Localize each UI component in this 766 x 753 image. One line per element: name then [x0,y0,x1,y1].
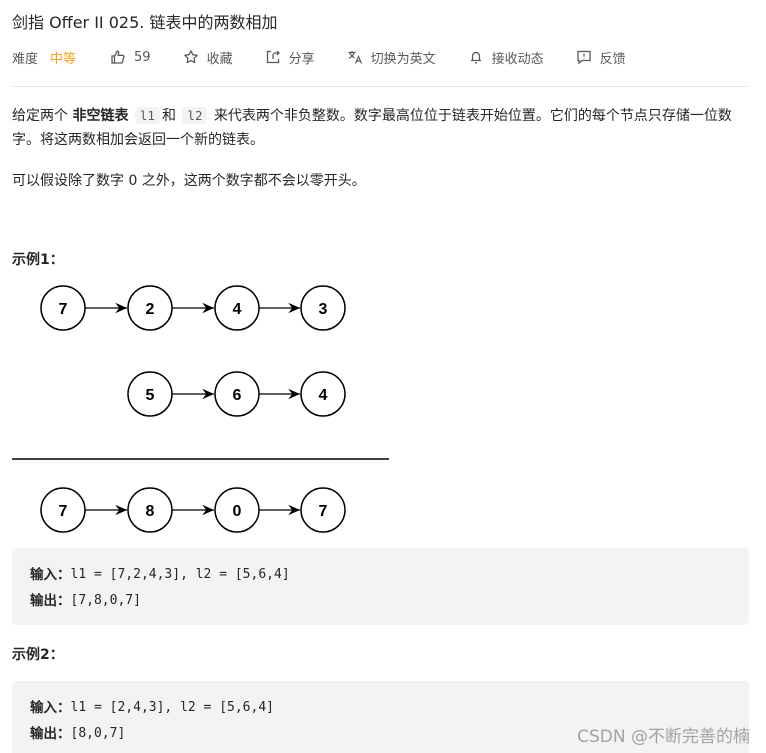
node-value: 8 [146,503,155,520]
input-label: 输入： [30,700,71,716]
translate-button[interactable]: 切换为英文 [347,48,436,67]
emphasis-text: 非空链表 [72,108,129,124]
list2-row: 5 6 4 [127,371,346,417]
node-value: 5 [146,387,155,404]
input-label: 输入： [30,567,71,583]
output-row: 输出： [7,8,0,7] [30,588,731,614]
node-value: 4 [233,301,242,318]
output-label: 输出： [30,593,71,609]
node-value: 2 [146,301,155,318]
result-row: 7 8 0 7 [40,487,346,533]
share-icon [265,49,281,65]
example-1-heading: 示例1： [12,252,64,268]
node-value: 7 [59,301,68,318]
favorite-button[interactable]: 收藏 [183,48,233,67]
feedback-icon [576,49,592,65]
example-1-code-block: 输入： l1 = [7,2,4,3], l2 = [5,6,4] 输出： [7,… [12,548,749,625]
difficulty-label: 难度 [12,51,39,67]
node-value: 3 [319,301,328,318]
example-2-heading: 示例2： [12,647,64,663]
favorite-label: 收藏 [206,51,233,67]
like-count: 59 [134,49,151,65]
input-value: l1 = [7,2,4,3], l2 = [5,6,4] [70,567,290,582]
share-label: 分享 [288,51,315,67]
bell-icon [468,49,484,65]
thumbs-up-icon [110,49,126,65]
output-value: [7,8,0,7] [70,593,141,608]
problem-title: 剑指 Offer II 025. 链表中的两数相加 [12,13,278,32]
translate-label: 切换为英文 [370,51,436,67]
feedback-label: 反馈 [599,51,626,67]
node-value: 4 [319,387,328,404]
linked-list-diagram: 7 2 4 3 5 6 4 7 8 0 7 [12,285,389,533]
translate-icon [347,49,363,65]
node-value: 7 [319,503,328,520]
example-2-code-block: 输入： l1 = [2,4,3], l2 = [5,6,4] 输出： [8,0,… [12,681,749,753]
subscribe-button[interactable]: 接收动态 [468,48,544,67]
header-divider [12,86,748,87]
subscribe-label: 接收动态 [491,51,544,67]
inline-code-l1: l1 [134,107,160,124]
problem-meta-bar: 难度 中等 59 收藏 分享 切换为英文 接收动态 反馈 [12,46,626,68]
share-button[interactable]: 分享 [265,48,315,67]
like-button[interactable]: 59 [110,49,151,65]
list1-row: 7 2 4 3 [40,285,346,331]
feedback-button[interactable]: 反馈 [576,48,626,67]
input-value: l1 = [2,4,3], l2 = [5,6,4] [70,700,275,715]
star-icon [183,49,199,65]
node-value: 6 [233,387,242,404]
inline-code-l2: l2 [182,107,208,124]
watermark: CSDN @不断完善的楠 [577,727,750,747]
node-value: 7 [59,503,68,520]
input-row: 输入： l1 = [7,2,4,3], l2 = [5,6,4] [30,562,731,588]
output-row: 输出： [8,0,7] [30,721,731,747]
node-value: 0 [233,503,242,520]
input-row: 输入： l1 = [2,4,3], l2 = [5,6,4] [30,695,731,721]
output-label: 输出： [30,726,71,742]
description-paragraph-2: 可以假设除了数字 0 之外，这两个数字都不会以零开头。 [12,173,366,189]
output-value: [8,0,7] [70,726,126,741]
difficulty-badge: 中等 [50,51,77,67]
